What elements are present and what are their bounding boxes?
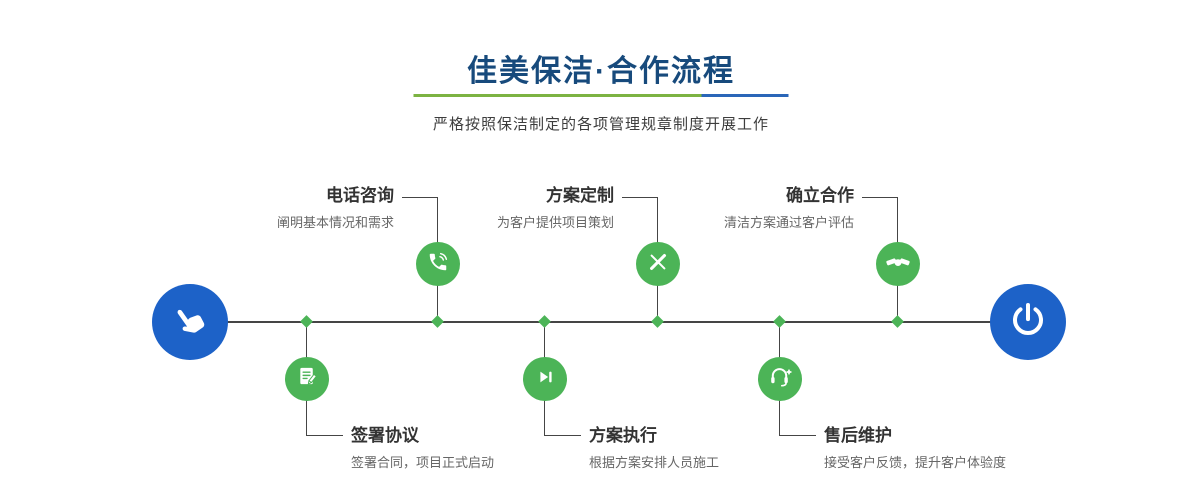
step-label: 确立合作 [786,186,854,205]
phone-icon [427,251,449,278]
step-circle-phone [416,242,460,286]
step-desc: 清洁方案通过客户评估 [723,215,854,230]
step-block-contract: 签署协议 签署合同，项目正式启动 [351,426,494,470]
timeline-node-diamond [651,315,664,328]
step-circle-execute [523,357,567,401]
step-desc: 为客户提供项目策划 [496,215,614,230]
step-circle-contract [285,357,329,401]
step-label: 签署协议 [351,426,419,445]
step-circle-service [758,357,802,401]
timeline-node-diamond [431,315,444,328]
step-block-design: 方案定制 为客户提供项目策划 [497,186,614,230]
underline-green-segment [413,94,702,97]
connector-line [780,435,816,436]
step-circle-handshake [876,242,920,286]
pointing-hand-icon [170,300,210,345]
step-desc: 根据方案安排人员施工 [589,455,720,470]
step-block-cooperation: 确立合作 清洁方案通过客户评估 [724,186,854,230]
step-label: 电话咨询 [326,186,394,205]
step-desc: 接受客户反馈，提升客户体验度 [824,455,1007,470]
timeline-node-diamond [891,315,904,328]
power-icon [1008,300,1048,345]
connector-line [862,197,898,198]
step-block-service: 售后维护 接受客户反馈，提升客户体验度 [824,426,1006,470]
connector-line [545,435,581,436]
step-desc: 签署合同，项目正式启动 [351,455,495,470]
end-node [990,284,1066,360]
page-subtitle: 严格按照保洁制定的各项管理规章制度开展工作 [432,116,769,133]
connector-line [307,435,343,436]
step-label: 方案定制 [546,186,614,205]
step-block-execute: 方案执行 根据方案安排人员施工 [589,426,719,470]
timeline-node-diamond [773,315,786,328]
handshake-icon [886,250,910,279]
underline-blue-segment [701,94,789,97]
connector-line [622,197,658,198]
timeline-node-diamond [300,315,313,328]
step-label: 售后维护 [824,426,892,445]
timeline-line [210,321,1000,323]
connector-line [402,197,438,198]
timeline-node-diamond [538,315,551,328]
title-underline [413,94,789,97]
design-tools-icon [647,251,669,278]
step-circle-design [636,242,680,286]
contract-sign-icon [296,365,319,393]
page-title: 佳美保洁·合作流程 [467,55,735,88]
play-next-icon [534,366,556,393]
step-desc: 阐明基本情况和需求 [276,215,394,230]
step-label: 方案执行 [589,426,657,445]
start-node [152,284,228,360]
step-block-phone: 电话咨询 阐明基本情况和需求 [277,186,394,230]
headset-plus-icon [768,365,792,394]
